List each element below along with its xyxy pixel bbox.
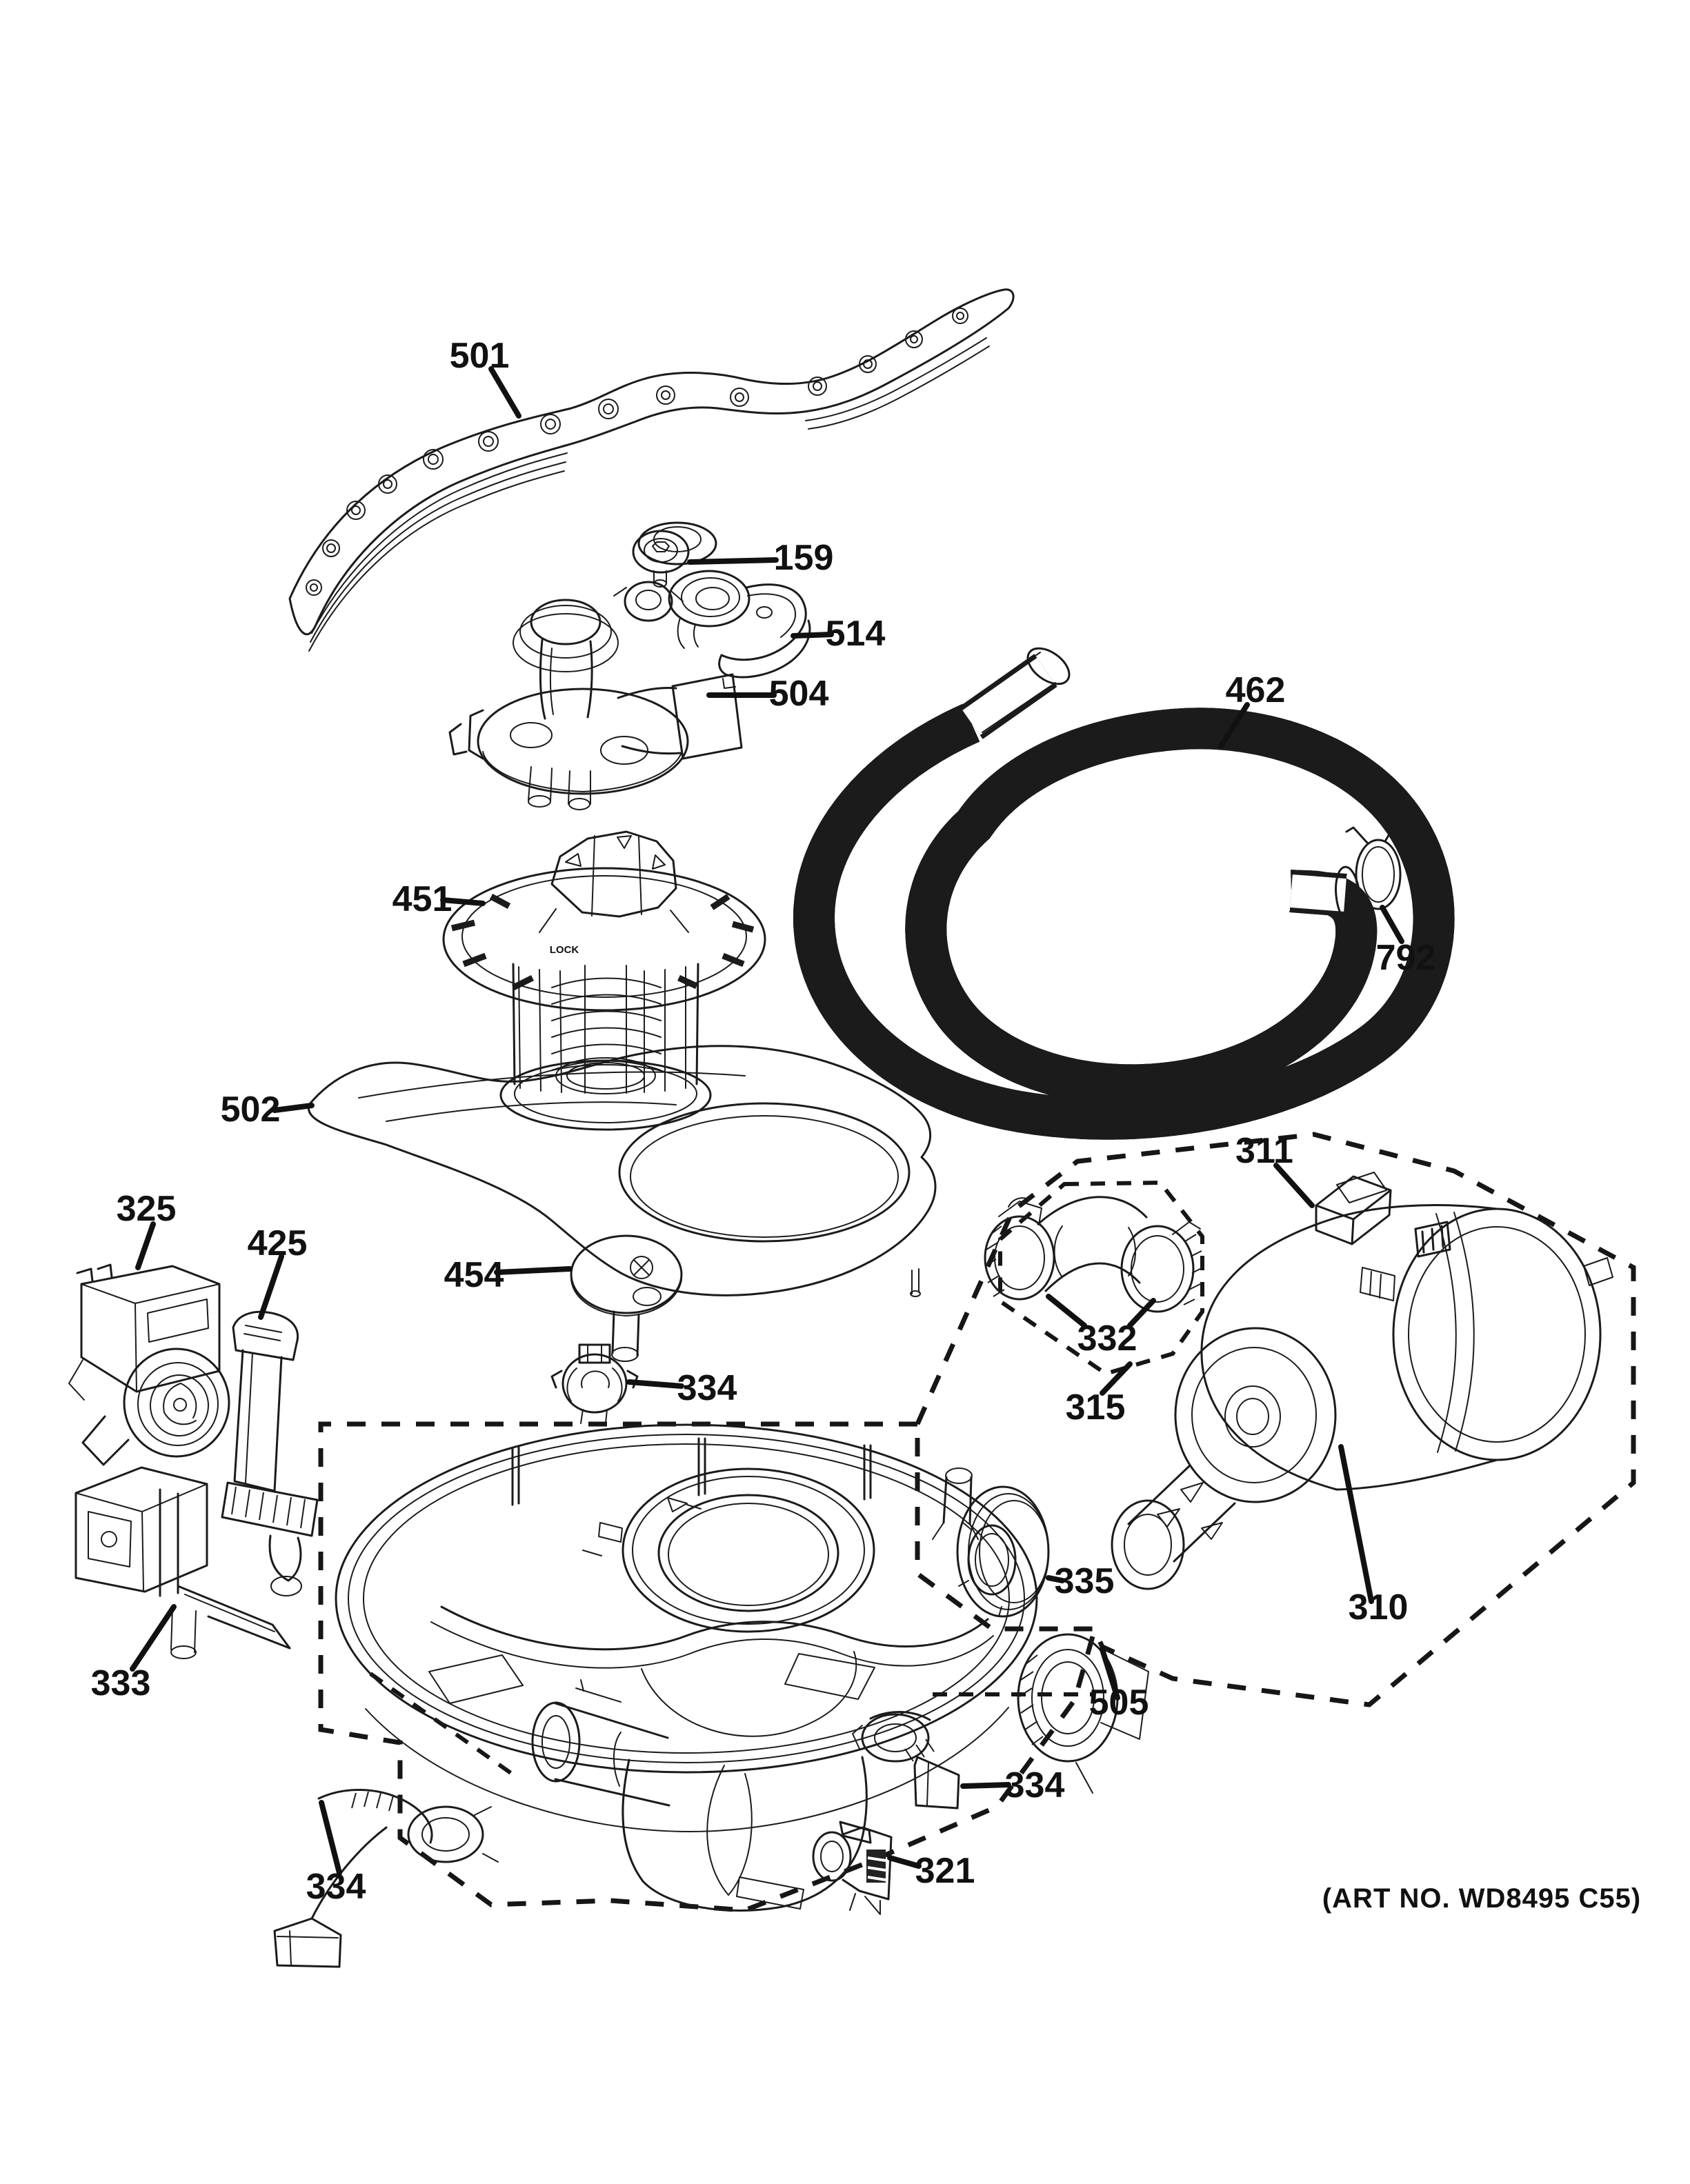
label-501: 501 — [450, 336, 510, 376]
label-462: 462 — [1226, 670, 1286, 710]
label-451: 451 — [392, 879, 453, 919]
filter-lock-molded-text: LOCK — [550, 944, 579, 956]
motor-assembly-drawing — [1111, 1172, 1613, 1590]
label-454: 454 — [444, 1255, 504, 1295]
label-425: 425 — [248, 1223, 308, 1263]
label-311: 311 — [1235, 1131, 1293, 1171]
label-334-right: 334 — [1005, 1765, 1065, 1805]
leader-lines — [130, 366, 1404, 1876]
label-159: 159 — [774, 538, 834, 578]
flange-hatch-marks — [450, 894, 755, 991]
spray-arm-cap-drawing — [632, 530, 690, 588]
label-792: 792 — [1376, 938, 1436, 978]
label-333: 333 — [91, 1663, 151, 1703]
pump-support-drawing — [668, 570, 811, 679]
dispenser-drawing — [74, 1466, 291, 1659]
spray-arm-drawing — [288, 288, 1015, 652]
label-334-left: 334 — [306, 1867, 366, 1907]
label-502: 502 — [221, 1090, 281, 1130]
elbow-hose-drawing — [984, 1196, 1204, 1313]
label-504: 504 — [769, 674, 829, 714]
clamp-left-drawing — [273, 1789, 499, 1968]
clamp-right-drawing — [852, 1711, 960, 1810]
label-332: 332 — [1077, 1319, 1137, 1359]
callout-labels: 501 159 514 504 462 451 792 502 311 325 … — [91, 336, 1436, 1907]
label-321: 321 — [915, 1851, 975, 1891]
spray-holes — [306, 308, 968, 596]
label-334-mid: 334 — [677, 1368, 737, 1408]
handle-drawing — [221, 1310, 319, 1596]
pump-head-drawing — [448, 599, 743, 810]
sump-body-drawing — [531, 1633, 1149, 1912]
label-310: 310 — [1349, 1587, 1409, 1627]
hose-clamp-drawing — [1345, 823, 1404, 910]
base-plate-drawing — [307, 1045, 937, 1297]
label-325: 325 — [117, 1189, 177, 1229]
connector-block-drawing — [1315, 1175, 1392, 1245]
label-514: 514 — [826, 614, 886, 654]
filter-assembly-drawing: LOCK — [442, 830, 766, 1131]
label-505: 505 — [1089, 1683, 1149, 1723]
sump-kit-dashed-boundary — [318, 1132, 1636, 1913]
label-315: 315 — [1066, 1387, 1126, 1427]
art-number-text: (ART NO. WD8495 C55) — [1322, 1883, 1641, 1914]
clamp-mid-drawing — [550, 1343, 639, 1424]
stem-mount-drawing — [570, 1234, 683, 1362]
elbow-kit-dashed-boundary — [998, 1180, 1204, 1376]
sensor-drawing — [812, 1821, 893, 1915]
seal-ring-drawing — [956, 1485, 1050, 1618]
sump-pan-drawing — [335, 1423, 1038, 1832]
label-335: 335 — [1055, 1561, 1115, 1601]
drain-hose-drawing — [814, 647, 1434, 1119]
drain-pump-drawing — [68, 1263, 230, 1466]
